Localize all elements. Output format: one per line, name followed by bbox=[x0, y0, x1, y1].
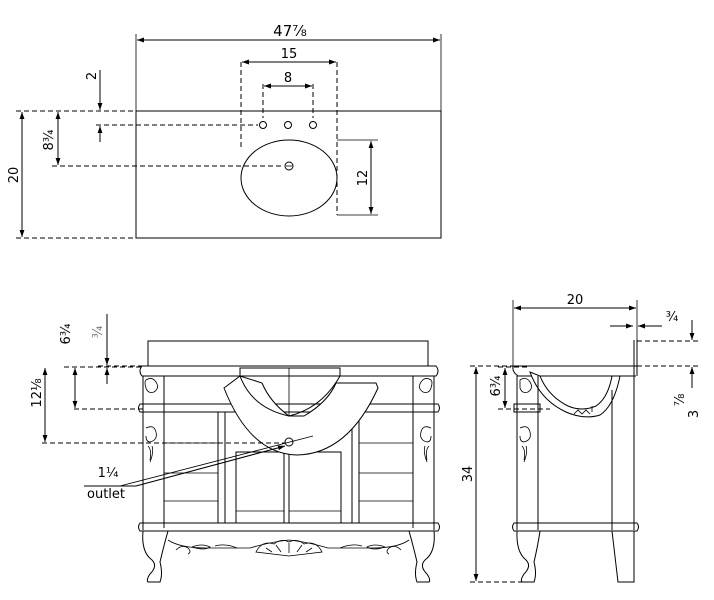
front-outlet bbox=[284, 437, 294, 447]
apron-scroll-right bbox=[339, 544, 402, 555]
side-view: 20 ¾ ⅞ 3 6¾ 34 bbox=[461, 293, 702, 583]
top-spread-outer-label: 15 bbox=[281, 47, 298, 62]
front-outlet-height-label: 12⅛ bbox=[30, 378, 45, 408]
carving-mid-right bbox=[420, 426, 432, 463]
top-drain bbox=[284, 161, 294, 171]
side-backsplash-offset-label: 3 bbox=[687, 410, 702, 418]
apron-shell-carving bbox=[255, 540, 323, 557]
top-bowl-outline bbox=[240, 139, 338, 217]
side-backsplash-label: ⅞ bbox=[673, 393, 688, 406]
top-depth-label: 20 bbox=[7, 167, 22, 184]
side-basin bbox=[529, 371, 621, 418]
side-height-label: 34 bbox=[461, 466, 476, 483]
outlet-label: outlet bbox=[87, 487, 125, 502]
faucet-hole-center bbox=[284, 121, 292, 129]
faucet-hole-right bbox=[309, 121, 317, 129]
side-bowl-depth-label: 6¾ bbox=[489, 375, 504, 396]
front-bowl-depth-label: 6¾ bbox=[59, 323, 74, 344]
top-view: 47⅞ 15 8 20 2 8¾ 1 bbox=[7, 22, 442, 239]
side-overhang-label: ¾ bbox=[666, 310, 679, 325]
apron-scroll-left bbox=[175, 544, 238, 555]
top-holes-offset-label: 2 bbox=[85, 72, 100, 80]
front-view: 6¾ 12⅛ ¾ 1¼ outlet bbox=[30, 314, 440, 583]
carving-mid-left bbox=[145, 426, 157, 463]
outlet-size-label: 1¼ bbox=[98, 466, 119, 481]
top-drain-offset-label: 8¾ bbox=[42, 129, 57, 150]
top-width-label: 47⅞ bbox=[273, 22, 307, 40]
top-bowl-depth-label: 12 bbox=[356, 170, 371, 187]
faucet-hole-left bbox=[259, 121, 267, 129]
top-spread-inner-label: 8 bbox=[284, 71, 292, 86]
carving-top-right bbox=[419, 378, 433, 393]
side-carving-mid bbox=[519, 426, 531, 463]
side-depth-label: 20 bbox=[567, 293, 584, 308]
front-basin bbox=[223, 375, 379, 456]
side-carving-top bbox=[519, 378, 532, 393]
front-top-thickness-label: ¾ bbox=[91, 325, 106, 338]
carving-top-left bbox=[144, 378, 158, 393]
